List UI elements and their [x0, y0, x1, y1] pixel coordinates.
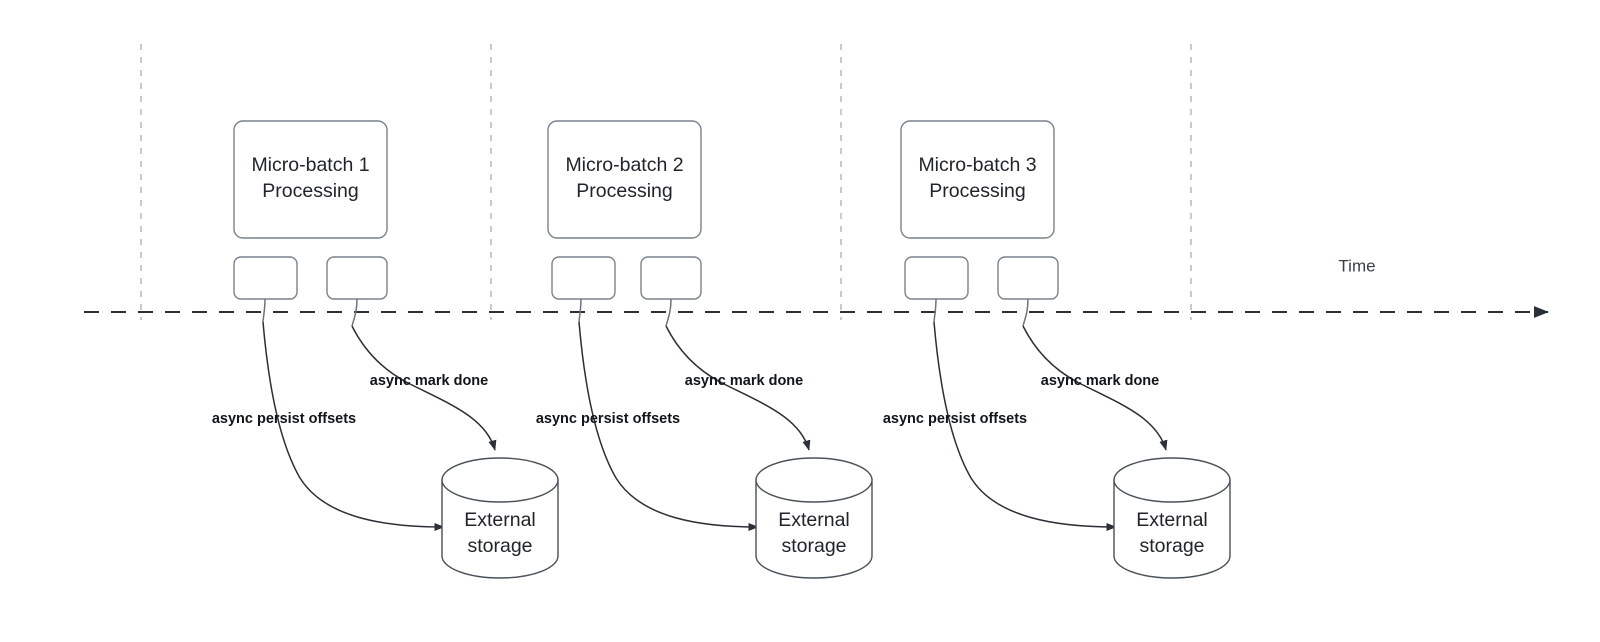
external-storage-2-body	[755, 479, 873, 579]
micro-batch-2-mark-connector	[665, 325, 811, 451]
micro-batch-2-persist-connector	[578, 321, 759, 532]
micro-batch-2-task-box-mark[interactable]	[640, 256, 702, 300]
micro-batch-1-persist-label: async persist offsets	[212, 411, 356, 427]
micro-batch-2-label-line1: Micro-batch 2	[565, 154, 683, 176]
micro-batch-3-label-line1: Micro-batch 3	[918, 154, 1036, 176]
micro-batch-3-task-box-mark[interactable]	[997, 256, 1059, 300]
micro-batch-2-task-box-persist-shape	[551, 256, 616, 300]
micro-batch-1-task-box-mark[interactable]	[326, 256, 388, 300]
micro-batch-2-label-line2: Processing	[576, 180, 672, 202]
external-storage-3-body	[1113, 479, 1231, 579]
micro-batch-3-persist-label: async persist offsets	[883, 411, 1027, 427]
external-storage-1-top	[441, 457, 559, 503]
micro-batch-1-task-box-mark-shape	[326, 256, 388, 300]
micro-batch-1-processing-box[interactable]: Micro-batch 1 Processing	[233, 120, 388, 239]
micro-batch-3-box-shape	[900, 120, 1055, 239]
external-storage-3-top	[1113, 457, 1231, 503]
micro-batch-1-mark-label: async mark done	[370, 373, 488, 389]
micro-batch-2-task-box-mark-shape	[640, 256, 702, 300]
time-axis: Time	[84, 256, 1549, 318]
external-storage-3-label-line1: External	[1136, 509, 1208, 531]
micro-batch-3-persist-connector	[933, 321, 1117, 532]
external-storage-2-label-line2: storage	[781, 535, 846, 557]
external-storage-2[interactable]: External storage	[755, 457, 873, 579]
external-storage-1-label-line1: External	[464, 509, 536, 531]
micro-batch-3-mark-connector	[1022, 325, 1168, 451]
micro-batch-1-label-line1: Micro-batch 1	[251, 154, 369, 176]
micro-batch-1-box-shape	[233, 120, 388, 239]
external-storage-2-label-line1: External	[778, 509, 850, 531]
micro-batch-2-task-box-persist[interactable]	[551, 256, 616, 300]
micro-batch-3-mark-stub	[1022, 298, 1029, 327]
micro-batch-2-mark-label: async mark done	[685, 373, 803, 389]
micro-batch-1-persist-connector	[262, 321, 445, 532]
external-storage-3-label-line2: storage	[1139, 535, 1204, 557]
micro-batch-1-task-box-persist[interactable]	[233, 256, 298, 300]
micro-batch-1-mark-stub	[351, 298, 358, 327]
time-axis-label: Time	[1338, 256, 1375, 275]
external-storage-3[interactable]: External storage	[1113, 457, 1231, 579]
micro-batch-1-task-box-persist-shape	[233, 256, 298, 300]
micro-batch-2-processing-box[interactable]: Micro-batch 2 Processing	[547, 120, 702, 239]
micro-batch-3-label-line2: Processing	[929, 180, 1025, 202]
micro-batch-2-persist-label: async persist offsets	[536, 411, 680, 427]
external-storage-1[interactable]: External storage	[441, 457, 559, 579]
external-storage-1-label-line2: storage	[467, 535, 532, 557]
micro-batch-2-persist-stub	[578, 298, 582, 323]
micro-batch-3-mark-label: async mark done	[1041, 373, 1159, 389]
micro-batch-2-box-shape	[547, 120, 702, 239]
external-storage-1-body	[441, 479, 559, 579]
micro-batch-3-processing-box[interactable]: Micro-batch 3 Processing	[900, 120, 1055, 239]
micro-batch-3-task-box-persist[interactable]	[904, 256, 969, 300]
micro-batch-1-mark-connector	[351, 325, 497, 451]
group-1: Micro-batch 1 Processing async persist o…	[212, 120, 559, 579]
external-storage-2-top	[755, 457, 873, 503]
micro-batch-3-task-box-mark-shape	[997, 256, 1059, 300]
micro-batch-3-persist-stub	[933, 298, 937, 323]
micro-batch-1-persist-stub	[262, 298, 266, 323]
micro-batch-2-mark-stub	[665, 298, 672, 327]
group-2: Micro-batch 2 Processing async persist o…	[536, 120, 873, 579]
group-3: Micro-batch 3 Processing async persist o…	[883, 120, 1231, 579]
micro-batch-3-task-box-persist-shape	[904, 256, 969, 300]
micro-batch-1-label-line2: Processing	[262, 180, 358, 202]
